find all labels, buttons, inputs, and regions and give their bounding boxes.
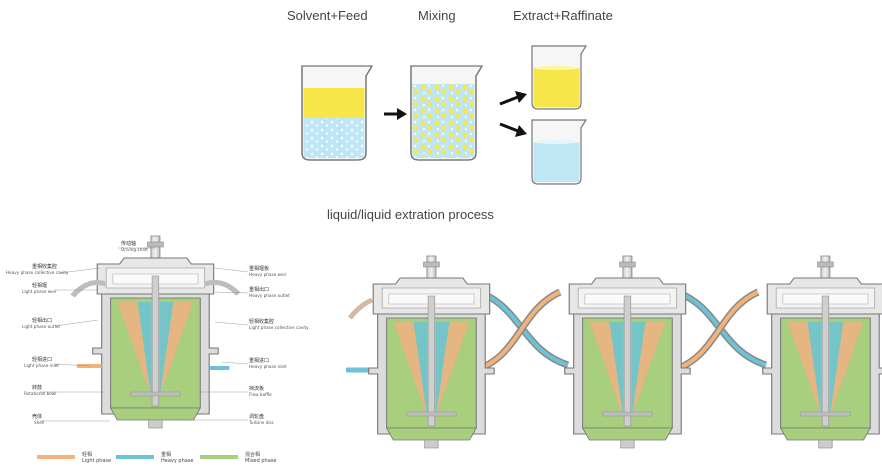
centrifuge-stage-3 xyxy=(762,255,882,449)
feed-layer xyxy=(303,88,365,118)
callout-left-2-cn: 轻相堰 xyxy=(32,282,47,289)
legend-mixed-en: Mixed phase xyxy=(245,458,276,464)
extract-raffinate-label: Extract+Raffinate xyxy=(513,8,613,23)
callout-left-3-cn: 轻相出口 xyxy=(32,317,52,324)
callout-left-6-cn: 壳体 xyxy=(32,413,42,420)
callout-right-6-en: Turbine disc xyxy=(248,420,275,425)
callout-right-3-cn: 轻相收集腔 xyxy=(249,318,274,325)
arrow-to-extract xyxy=(499,91,527,106)
callout-right-5-en: Flow baffle xyxy=(249,392,272,397)
centrifuge-schematic xyxy=(70,235,241,429)
extract-liquid xyxy=(533,68,580,107)
callout-left-4-en: Light phase inlet xyxy=(24,363,59,368)
callout-right-1-en: Heavy phase weir xyxy=(249,272,287,277)
centrifuge-stage-2 xyxy=(564,255,691,449)
callout-right-3-en: Light phase collective cavity xyxy=(249,325,309,330)
raffinate-liquid xyxy=(533,142,580,182)
legend-mixed-cn: 混合相 xyxy=(245,451,260,458)
callout-right-5-cn: 挡流板 xyxy=(249,385,264,392)
mixed-liquid xyxy=(412,84,475,158)
callout-right-6-cn: 涡轮盘 xyxy=(249,413,264,420)
callout-left-6-en: Shell xyxy=(34,420,44,425)
legend-swatch-mixed xyxy=(200,455,238,459)
beaker-solvent-feed xyxy=(301,65,374,161)
legend-swatch-light xyxy=(37,455,75,459)
callout-driving-shaft-cn: 传动轴 xyxy=(121,240,136,247)
mixing-label: Mixing xyxy=(418,8,456,23)
beaker-extract xyxy=(531,45,588,110)
callout-right-2-cn: 重相出口 xyxy=(249,286,269,293)
callout-left-2-en: Light phase weir xyxy=(22,289,57,294)
beaker-raffinate xyxy=(531,119,588,185)
callout-right-1-cn: 重相堰板 xyxy=(249,265,269,272)
legend-heavy-en: Heavy phase xyxy=(161,458,194,464)
callout-left-1-en: Heavy phase collective cavity xyxy=(6,270,69,275)
callout-left-3-en: Light phase outlet xyxy=(22,324,60,329)
callout-left-5-cn: 转鼓 xyxy=(32,384,42,391)
beaker-mixing xyxy=(410,65,484,161)
solvent-layer xyxy=(303,118,365,158)
centrifuge-stage-1 xyxy=(368,255,495,449)
callout-driving-shaft-en: Driving shaft xyxy=(121,247,148,252)
solvent-feed-label: Solvent+Feed xyxy=(287,8,368,23)
callout-left-5-en: Rotational bowl xyxy=(24,391,56,396)
callout-right-2-en: Heavy phase outlet xyxy=(249,293,290,298)
process-caption: liquid/liquid extration process xyxy=(327,207,494,222)
legend-light-en: Light phase xyxy=(82,458,111,464)
legend-heavy-cn: 重相 xyxy=(161,451,171,458)
callout-left-1-cn: 重相收集腔 xyxy=(32,263,57,270)
callout-left-4-cn: 轻相进口 xyxy=(32,356,52,363)
callout-right-4-cn: 重相进口 xyxy=(249,357,269,364)
arrow-to-mixing xyxy=(384,108,407,120)
arrow-to-raffinate xyxy=(499,122,527,137)
legend-swatch-heavy xyxy=(116,455,154,459)
legend-light-cn: 轻相 xyxy=(82,451,92,458)
legend: 轻相 Light phase 重相 Heavy phase 混合相 Mixed … xyxy=(37,451,276,464)
callout-leaders xyxy=(40,247,249,422)
callout-right-4-en: Heavy phase inlet xyxy=(249,364,287,369)
